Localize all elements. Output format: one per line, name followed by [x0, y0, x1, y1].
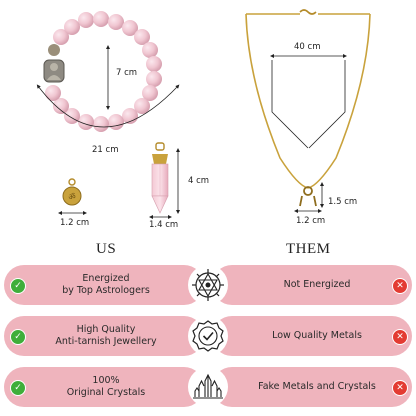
quality-seal-icon — [188, 316, 228, 356]
cross-icon: ✕ — [392, 380, 408, 396]
us-line-1: 100% — [92, 375, 120, 386]
bracelet-height-label: 7 cm — [116, 68, 138, 78]
them-pill: Fake Metals and Crystals — [212, 367, 412, 407]
gold-chain — [245, 9, 371, 207]
them-text: Low Quality Metals — [272, 330, 362, 341]
us-line-2: by Top Astrologers — [62, 285, 150, 296]
check-icon: ✓ — [10, 380, 26, 396]
us-pill: 100%Original Crystals — [4, 367, 204, 407]
us-line-2: Anti-tarnish Jewellery — [55, 336, 157, 347]
rose-quartz-pendant — [151, 142, 169, 214]
us-line-1: High Quality — [76, 324, 136, 335]
pendant-width-label: 1.4 cm — [149, 220, 179, 230]
them-text: Not Energized — [283, 279, 351, 290]
chakra-icon — [188, 265, 228, 305]
us-line-1: Energized — [82, 273, 130, 284]
check-icon: ✓ — [10, 278, 26, 294]
crystal-cluster-icon — [188, 367, 228, 407]
them-heading: THEM — [286, 241, 331, 257]
check-icon: ✓ — [10, 329, 26, 345]
chain-length-label: 40 cm — [294, 42, 321, 52]
coin-charm: ॐ — [62, 178, 82, 206]
charm-width-label: 1.2 cm — [60, 218, 90, 228]
us-heading: US — [96, 241, 117, 257]
rose-quartz-bracelet — [43, 11, 162, 132]
bracelet-circumference-label: 21 cm — [92, 145, 119, 155]
cross-icon: ✕ — [392, 329, 408, 345]
svg-text:ॐ: ॐ — [68, 193, 75, 202]
clasp-width-label: 1.2 cm — [296, 216, 326, 226]
them-pill: Low Quality Metals — [212, 316, 412, 356]
us-text: 100%Original Crystals — [28, 367, 184, 407]
us-line-2: Original Crystals — [66, 387, 146, 398]
them-text: Fake Metals and Crystals — [258, 381, 376, 392]
them-pill: Not Energized — [212, 265, 412, 305]
clasp-height-label: 1.5 cm — [328, 197, 358, 207]
product-illustration: ॐ — [36, 9, 371, 219]
cross-icon: ✕ — [392, 278, 408, 294]
pendant-height-label: 4 cm — [188, 176, 210, 186]
